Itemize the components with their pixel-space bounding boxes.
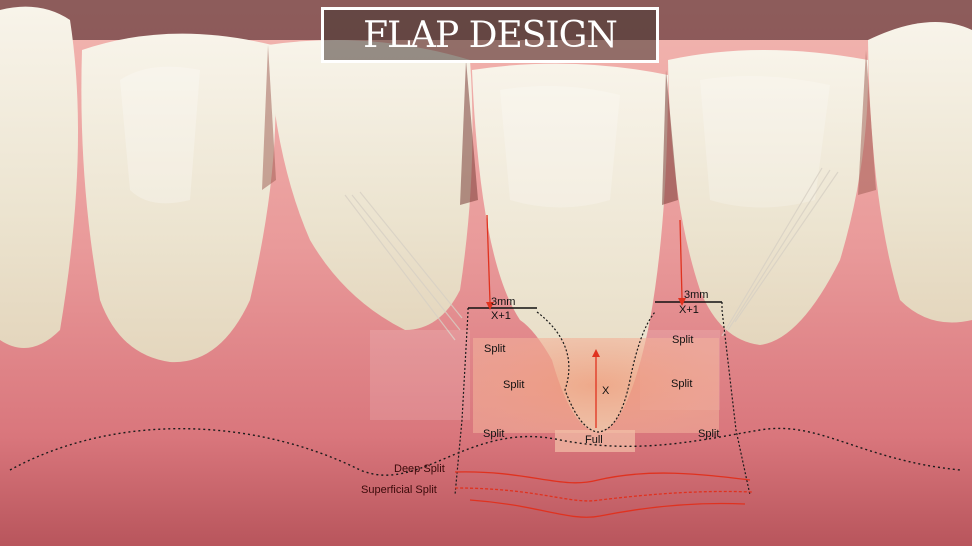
split-label: Split: [671, 378, 693, 390]
tooth-right-central: [668, 50, 869, 345]
flap-outline: [454, 302, 751, 496]
tooth-highlight: [120, 66, 200, 204]
split-label: Split: [698, 428, 720, 440]
right-width-label: 3mm: [684, 289, 709, 301]
interdental-gap: [262, 45, 276, 190]
right-length-label: X+1: [679, 304, 699, 316]
arrow-head: [486, 302, 494, 310]
tooth-left-lateral: [81, 33, 276, 363]
tooth-highlight: [700, 76, 830, 208]
split-label: Split: [483, 428, 505, 440]
left-width-label: 3mm: [491, 296, 516, 308]
instrument-traces: [344, 167, 839, 341]
recession-outline: [536, 311, 656, 433]
superficial-split-label: Superficial Split: [361, 484, 437, 496]
split-label: Split: [484, 343, 506, 355]
overlay-block: [370, 330, 470, 420]
full-thickness-label: Full: [585, 434, 603, 446]
split-label: Split: [503, 379, 525, 391]
split-depth-lines: [454, 471, 753, 518]
title-box: FLAP DESIGN: [321, 7, 659, 63]
tooth-left-central: [268, 40, 473, 330]
recession-depth-label: X: [602, 385, 610, 397]
left-length-label: X+1: [491, 310, 511, 322]
deep-split-label: Deep Split: [394, 463, 445, 475]
interdental-gap: [460, 60, 478, 205]
interdental-gap: [662, 70, 678, 205]
interdental-gap: [858, 50, 876, 195]
slide-title: FLAP DESIGN: [363, 14, 618, 56]
tooth-highlight: [500, 86, 620, 208]
flap-incisions: [468, 301, 722, 309]
split-label: Split: [672, 334, 694, 346]
arrow-head: [592, 349, 600, 357]
tooth-far-right: [868, 22, 972, 323]
tooth-far-left: [0, 6, 78, 349]
arrow-head: [678, 298, 686, 306]
measurement-arrows: [486, 214, 683, 428]
